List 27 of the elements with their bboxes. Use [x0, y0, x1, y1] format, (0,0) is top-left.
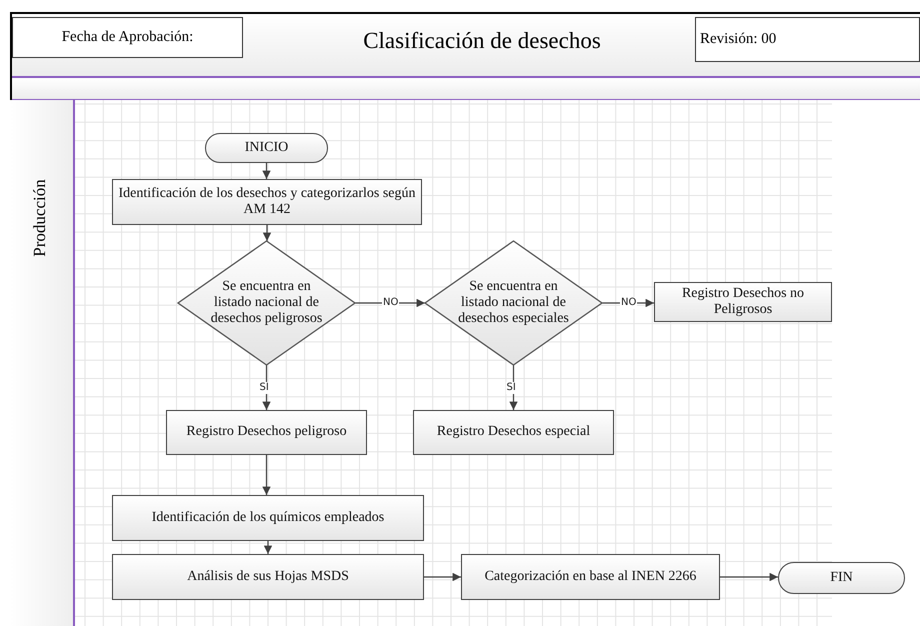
terminator: FIN	[778, 562, 905, 594]
diagram-title: Clasificación de desechos	[362, 28, 602, 54]
process-box: Análisis de sus Hojas MSDS	[112, 554, 424, 600]
process-box: Identificación de los químicos empleados	[112, 495, 424, 541]
process-box: Registro Desechos especial	[413, 410, 614, 455]
lane-label: Producción	[30, 179, 49, 257]
edge-label: SI	[258, 382, 270, 394]
process-box: Registro Desechos no Peligrosos	[654, 282, 832, 322]
arrow	[262, 455, 271, 495]
arrow	[355, 298, 425, 308]
decision-diamond: Se encuentra en listado nacional de desechos peligrosos	[178, 241, 355, 365]
field-box: Fecha de Aprobación:	[12, 17, 243, 58]
decision-diamond: Se encuentra en listado nacional de desechos especiales	[425, 241, 602, 365]
arrow	[264, 541, 272, 554]
arrow	[262, 225, 272, 241]
arrow	[720, 572, 778, 582]
process-box: Categorización en base al INEN 2266	[461, 554, 720, 600]
edge-label: NO	[382, 297, 400, 309]
swimlane	[10, 100, 920, 626]
arrow	[424, 572, 461, 582]
edge-label: NO	[620, 297, 638, 309]
field-box: Revisión: 00	[695, 17, 920, 62]
edge-label: SI	[506, 382, 517, 394]
arrow	[262, 163, 271, 179]
process-box: Identificación de los desechos y categorizarlos según AM 142	[112, 179, 422, 225]
process-box: Registro Desechos peligroso	[166, 410, 367, 455]
terminator: INICIO	[205, 133, 328, 163]
